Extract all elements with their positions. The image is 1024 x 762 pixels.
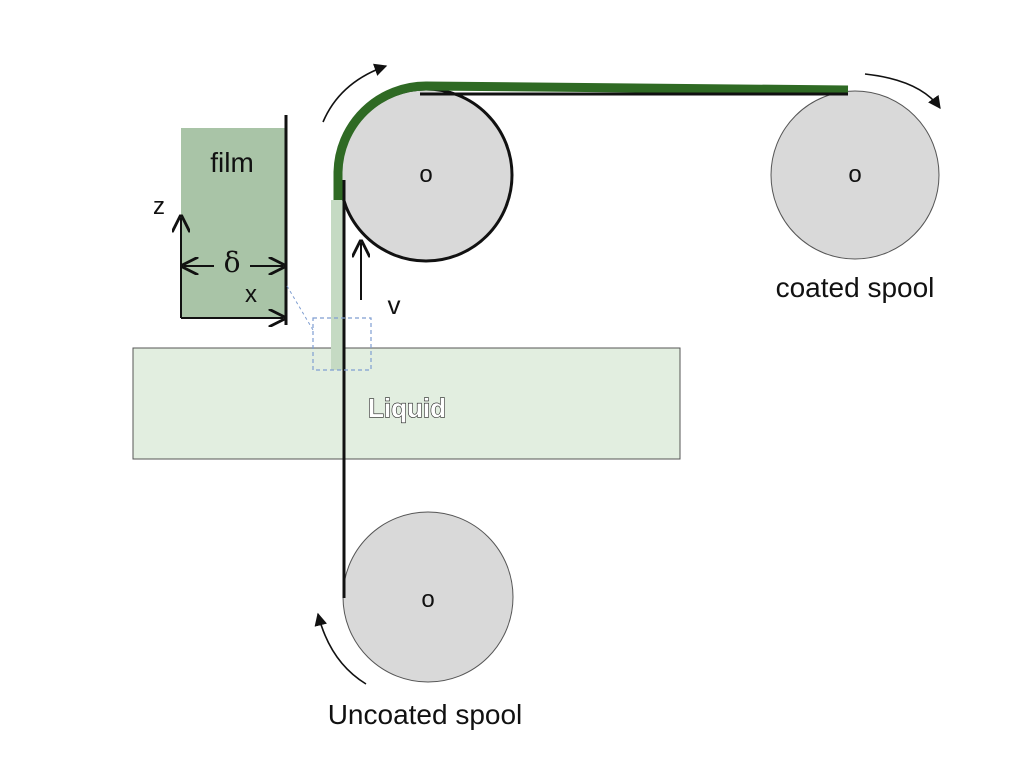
zoom-leader bbox=[286, 285, 314, 331]
velocity-label: v bbox=[388, 290, 401, 320]
coating-on-roller bbox=[333, 81, 849, 200]
liquid-label: Liquid bbox=[368, 393, 446, 423]
x-axis-label: x bbox=[245, 281, 257, 308]
film-inset bbox=[181, 128, 285, 318]
delta-label: δ bbox=[224, 246, 241, 279]
uncoated-spool-center: o bbox=[421, 586, 434, 613]
uncoated-spool-rotation-arrow bbox=[314, 612, 367, 685]
coated-spool-center: o bbox=[848, 161, 861, 188]
uncoated-spool-label: Uncoated spool bbox=[328, 699, 523, 730]
liquid-bath bbox=[132, 347, 681, 460]
rising-film-layer bbox=[331, 200, 345, 370]
z-axis-label: z bbox=[153, 193, 165, 220]
top-roller-center: o bbox=[419, 161, 432, 188]
top-roller-rotation-arrow bbox=[322, 63, 388, 123]
zoom-box bbox=[312, 317, 372, 371]
film-label: film bbox=[210, 147, 254, 178]
coated-spool-rotation-arrow bbox=[864, 73, 941, 110]
coated-spool bbox=[770, 90, 940, 260]
coated-spool-label: coated spool bbox=[776, 272, 935, 303]
